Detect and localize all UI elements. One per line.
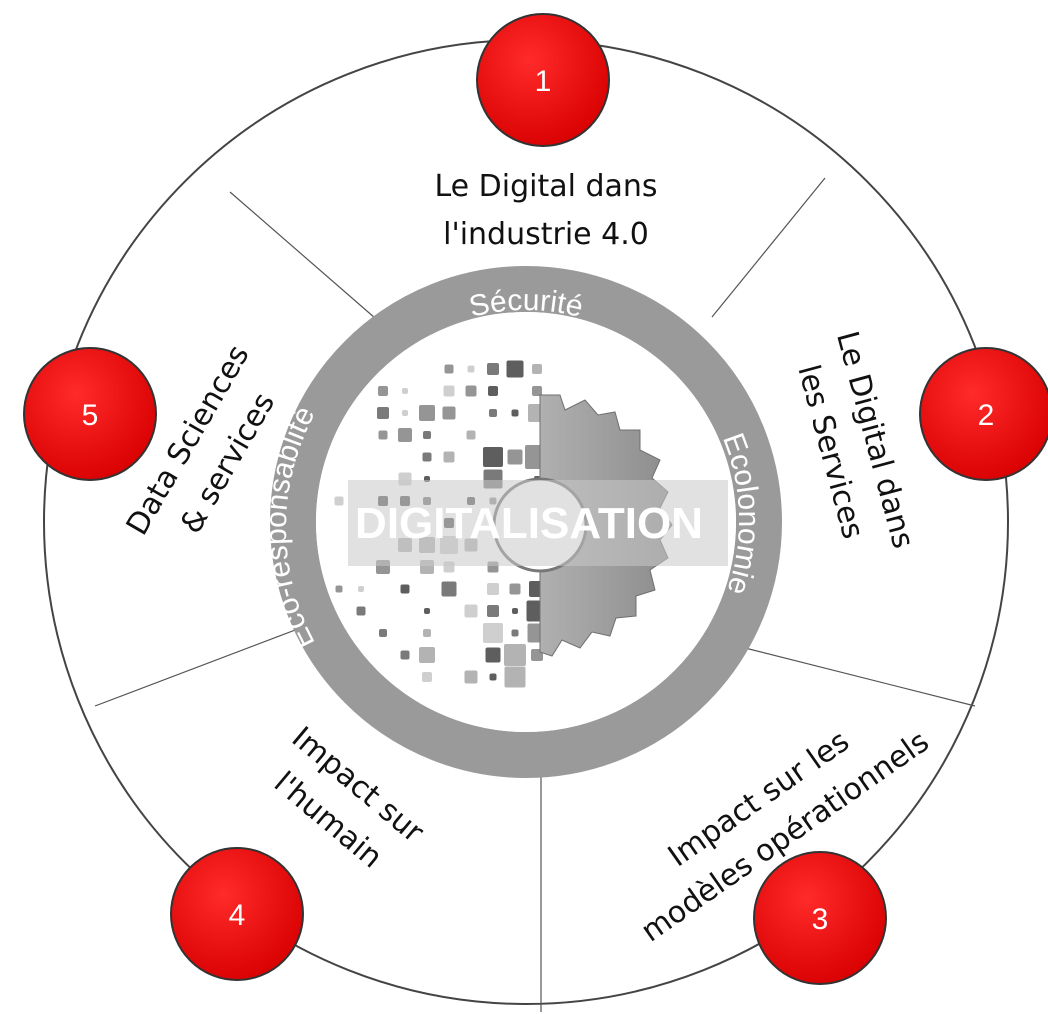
segment-dividers: [94, 177, 976, 1012]
pixel-square: [402, 410, 408, 416]
pixel-square: [507, 449, 523, 465]
pixel-square: [334, 496, 344, 506]
pixel-square: [464, 604, 478, 618]
pixel-square: [419, 405, 435, 421]
pixel-square: [423, 431, 431, 439]
marker-1-number: 1: [535, 65, 552, 98]
pixel-square: [398, 428, 412, 442]
pixel-square: [487, 583, 499, 595]
pixel-square: [504, 644, 526, 666]
marker-4-circle: [170, 847, 304, 981]
pixel-square: [419, 647, 435, 663]
pixel-square: [356, 606, 366, 616]
pixel-square: [509, 583, 521, 595]
title-band: [348, 480, 728, 566]
marker-3: 3: [753, 851, 887, 985]
segment-1-line-1: Le Digital dans: [434, 169, 657, 204]
marker-3-circle: [753, 851, 887, 985]
segment-label-1: Le Digital dans l'industrie 4.0: [434, 169, 657, 252]
pixel-square: [358, 586, 364, 592]
pixel-square: [511, 629, 519, 637]
marker-4: 4: [170, 847, 304, 981]
pixel-square: [532, 364, 542, 374]
marker-2: 2: [919, 347, 1048, 481]
divider-line: [94, 623, 312, 707]
pixel-square: [483, 447, 503, 467]
pixel-square: [443, 385, 455, 397]
pixel-square: [379, 629, 387, 637]
pixel-square: [467, 365, 475, 373]
pixel-square: [487, 605, 499, 617]
center-title: DIGITALISATION: [355, 499, 703, 548]
pixel-square: [511, 409, 519, 417]
pixel-square: [506, 360, 524, 378]
divider-line: [744, 647, 976, 707]
pixel-square: [377, 407, 389, 419]
marker-5-circle: [23, 347, 157, 481]
divider-line: [229, 191, 376, 319]
pixel-square: [378, 386, 388, 396]
pixel-square: [422, 672, 432, 682]
center-illustration: DIGITALISATION: [316, 312, 736, 732]
marker-2-circle: [919, 347, 1048, 481]
pixel-square: [483, 623, 503, 643]
pixel-square: [441, 581, 457, 597]
marker-1-circle: [476, 13, 610, 147]
pixel-square: [442, 406, 456, 420]
marker-5: 5: [23, 347, 157, 481]
divider-line: [711, 177, 826, 318]
pixel-square: [423, 629, 431, 637]
pixel-square: [444, 364, 454, 374]
grey-ring: [270, 266, 782, 778]
marker-2-number: 2: [978, 399, 995, 432]
pixel-square: [489, 673, 497, 681]
pixel-square: [424, 608, 430, 614]
pixel-square: [466, 430, 476, 440]
segment-1-line-2: l'industrie 4.0: [443, 217, 649, 252]
pixel-square: [489, 409, 497, 417]
pixel-square: [488, 386, 498, 396]
pixel-square: [335, 585, 343, 593]
pixel-square: [400, 650, 410, 660]
pixel-square: [422, 452, 432, 462]
marker-1: 1: [476, 13, 610, 147]
pixel-square: [487, 363, 499, 375]
marker-3-number: 3: [812, 903, 829, 936]
marker-4-number: 4: [229, 899, 246, 932]
pixel-square: [464, 670, 478, 684]
marker-5-number: 5: [82, 399, 99, 432]
pixel-square: [532, 386, 542, 396]
pixel-square: [402, 388, 408, 394]
pixel-square: [512, 608, 518, 614]
pixel-square: [443, 451, 455, 463]
pixel-square: [485, 647, 501, 663]
pixel-square: [465, 385, 477, 397]
pixel-square: [504, 666, 526, 688]
pixel-square: [400, 584, 410, 594]
pixel-square: [378, 430, 388, 440]
